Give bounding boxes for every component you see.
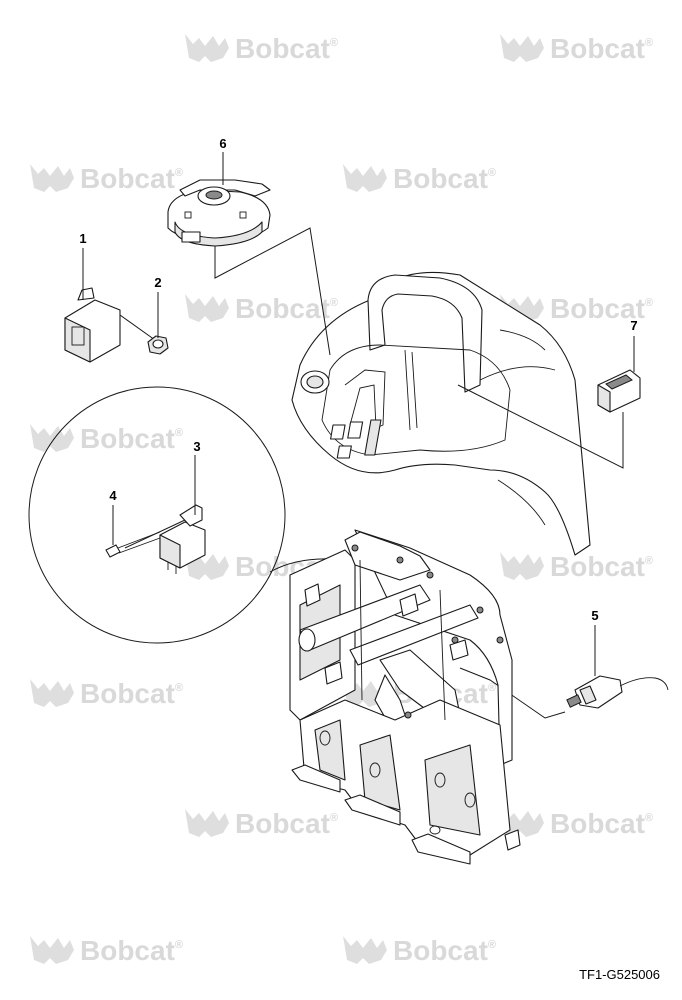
callout-7: 7 — [630, 318, 637, 333]
bobcat-watermark: Bobcat® — [30, 935, 183, 966]
bobcat-logo-icon — [185, 294, 229, 322]
watermark-text: Bobcat® — [80, 423, 183, 454]
bobcat-watermark: Bobcat® — [30, 423, 183, 454]
watermark-text: Bobcat® — [235, 33, 338, 64]
callout-2: 2 — [154, 275, 161, 290]
bobcat-logo-icon — [500, 552, 544, 580]
module-part — [64, 287, 121, 363]
leader-4b — [124, 519, 186, 549]
rocker-switch-part — [597, 369, 641, 413]
bobcat-logo-icon — [185, 809, 229, 837]
bobcat-watermark: Bobcat® — [185, 808, 338, 839]
relay-part — [159, 504, 206, 574]
callout-4: 4 — [109, 488, 117, 503]
bobcat-watermark: Bobcat® — [500, 551, 653, 582]
bobcat-logo-icon — [30, 164, 74, 192]
bobcat-logo-icon — [343, 164, 387, 192]
ignition-switch-part — [167, 179, 271, 247]
bobcat-logo-icon — [30, 936, 74, 964]
watermark-text: Bobcat® — [235, 808, 338, 839]
bobcat-logo-icon — [30, 424, 74, 452]
bobcat-watermark: Bobcat® — [500, 33, 653, 64]
callout-1: 1 — [79, 231, 86, 246]
watermark-text: Bobcat® — [80, 163, 183, 194]
leader-5b — [459, 667, 566, 719]
watermark-text: Bobcat® — [550, 551, 653, 582]
console-cowl — [291, 271, 591, 556]
watermark-text: Bobcat® — [80, 678, 183, 709]
bobcat-logo-icon — [30, 679, 74, 707]
watermark-text: Bobcat® — [80, 935, 183, 966]
bobcat-watermark: Bobcat® — [185, 293, 338, 324]
leader-6 — [214, 227, 331, 356]
callout-6: 6 — [219, 136, 226, 151]
leader-7 — [457, 384, 624, 469]
watermark-text: Bobcat® — [393, 163, 496, 194]
figure-id: TF1-G525006 — [579, 967, 660, 982]
watermark-text: Bobcat® — [235, 293, 338, 324]
bobcat-logo-icon — [500, 809, 544, 837]
control-frame — [289, 529, 521, 865]
bobcat-logo-icon — [343, 936, 387, 964]
bobcat-watermark: Bobcat® — [500, 808, 653, 839]
bobcat-watermark: Bobcat® — [30, 678, 183, 709]
callout-5: 5 — [591, 608, 598, 623]
bobcat-watermark: Bobcat® — [185, 33, 338, 64]
nut-part — [147, 335, 169, 355]
callout-3: 3 — [193, 439, 200, 454]
bobcat-watermark: Bobcat® — [343, 935, 496, 966]
leader-1-2 — [119, 314, 156, 341]
detail-circle — [28, 386, 286, 644]
bobcat-logo-icon — [500, 34, 544, 62]
bobcat-logo-icon — [185, 34, 229, 62]
watermark-text: Bobcat® — [393, 935, 496, 966]
sensor-part — [566, 675, 669, 709]
watermark-text: Bobcat® — [550, 808, 653, 839]
bobcat-watermark: Bobcat® — [343, 163, 496, 194]
callout-labels: 1 2 3 4 5 6 7 — [79, 136, 637, 623]
watermark-text: Bobcat® — [550, 33, 653, 64]
bobcat-watermark: Bobcat® — [30, 163, 183, 194]
watermark-text: Bobcat® — [550, 293, 653, 324]
